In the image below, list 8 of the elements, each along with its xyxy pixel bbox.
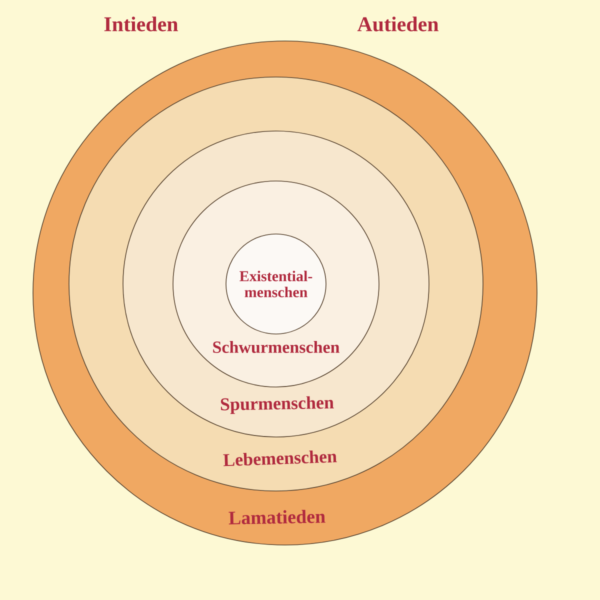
- center-circle: [226, 234, 326, 334]
- ring-label: Spurmenschen: [220, 396, 334, 414]
- ring-label: Lamatieden: [228, 510, 326, 524]
- corner-label: Autieden: [357, 16, 439, 32]
- ring-label: Lebemenschen: [223, 450, 337, 466]
- ring-label: Schwurmenschen: [213, 341, 340, 353]
- corner-label: Intieden: [104, 16, 178, 32]
- ring-label: Existential-menschen: [240, 270, 312, 298]
